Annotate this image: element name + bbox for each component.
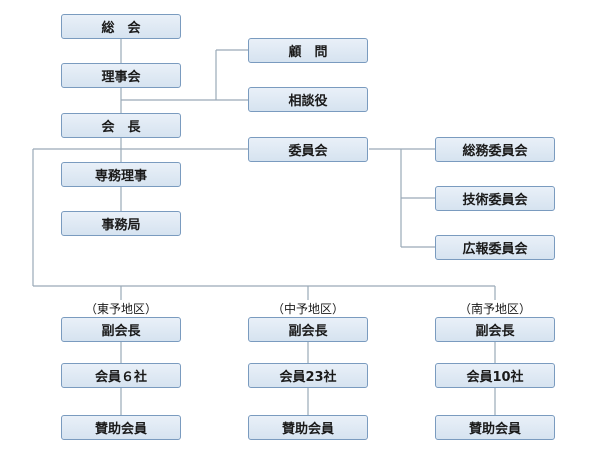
- box-vice-president-central: 副会長: [248, 317, 368, 342]
- box-supporting-members-south: 賛助会員: [435, 415, 555, 440]
- box-soukai: 総 会: [61, 14, 181, 39]
- box-vice-president-east: 副会長: [61, 317, 181, 342]
- box-iinkai: 委員会: [248, 137, 368, 162]
- box-jimukyoku: 事務局: [61, 211, 181, 236]
- box-supporting-members-east: 賛助会員: [61, 415, 181, 440]
- box-vice-president-south: 副会長: [435, 317, 555, 342]
- region-label-south: （南予地区）: [458, 302, 531, 316]
- box-gijutsu-iinkai: 技術委員会: [435, 186, 555, 211]
- box-members-south: 会員10社: [435, 363, 555, 388]
- box-members-central: 会員23社: [248, 363, 368, 388]
- region-label-east: （東予地区）: [84, 302, 157, 316]
- region-label-central: （中予地区）: [271, 302, 344, 316]
- box-soumu-iinkai: 総務委員会: [435, 137, 555, 162]
- box-soudanyaku: 相談役: [248, 87, 368, 112]
- box-members-east: 会員６社: [61, 363, 181, 388]
- box-supporting-members-central: 賛助会員: [248, 415, 368, 440]
- box-rijikai: 理事会: [61, 63, 181, 88]
- box-kaicho: 会 長: [61, 113, 181, 138]
- box-kouhou-iinkai: 広報委員会: [435, 235, 555, 260]
- box-komon: 顧 問: [248, 38, 368, 63]
- box-senmu-riji: 専務理事: [61, 162, 181, 187]
